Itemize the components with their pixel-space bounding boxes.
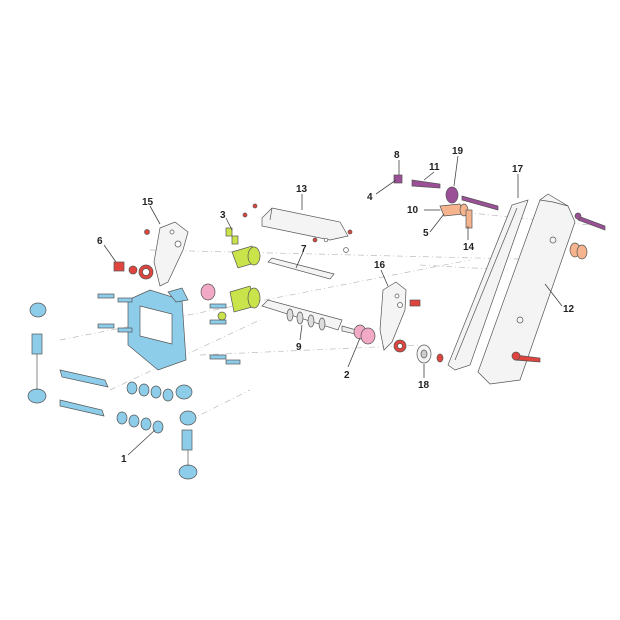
callout-19: 19	[452, 146, 464, 157]
red-screws-and-washers	[113, 203, 541, 363]
callout-7: 7	[301, 244, 307, 255]
yellow-green-bushings	[217, 227, 261, 321]
leader-lines	[103, 155, 563, 456]
callout-2: 2	[344, 370, 350, 381]
callout-13: 13	[296, 184, 308, 195]
callout-11: 11	[429, 162, 440, 173]
right-bracket	[379, 281, 407, 351]
callout-14: 14	[463, 242, 475, 253]
connecting-rod	[267, 257, 335, 280]
callout-12: 12	[563, 304, 575, 315]
guide-rail	[447, 199, 529, 371]
callout-5: 5	[423, 228, 429, 239]
orange-bushings	[439, 203, 588, 260]
callout-18: 18	[418, 380, 430, 391]
main-shaft	[261, 299, 361, 336]
callout-8: 8	[394, 150, 400, 161]
side-plate	[477, 193, 576, 385]
callout-6: 6	[97, 236, 103, 247]
callout-10: 10	[407, 205, 419, 216]
left-bracket	[153, 221, 189, 287]
callout-9: 9	[296, 342, 302, 353]
callout-16: 16	[374, 260, 386, 271]
blue-frame-assembly	[27, 287, 241, 480]
callout-3: 3	[220, 210, 226, 221]
gear	[416, 344, 444, 364]
top-cover-plate	[261, 207, 349, 253]
callout-17: 17	[512, 164, 524, 175]
callout-1: 1	[121, 454, 127, 465]
callout-15: 15	[142, 197, 154, 208]
callout-4: 4	[367, 192, 373, 203]
callout-labels: 1 2 3 4 5 6 7 8 9 10 11 12 13 14 15 16 1…	[97, 146, 575, 465]
purple-pins	[393, 174, 606, 231]
